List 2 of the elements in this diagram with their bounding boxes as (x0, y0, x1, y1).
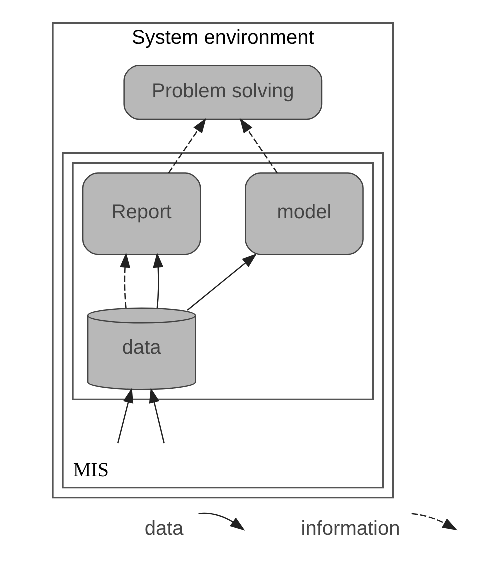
legend-label: data (144, 518, 184, 540)
legend-label: information (300, 518, 400, 540)
